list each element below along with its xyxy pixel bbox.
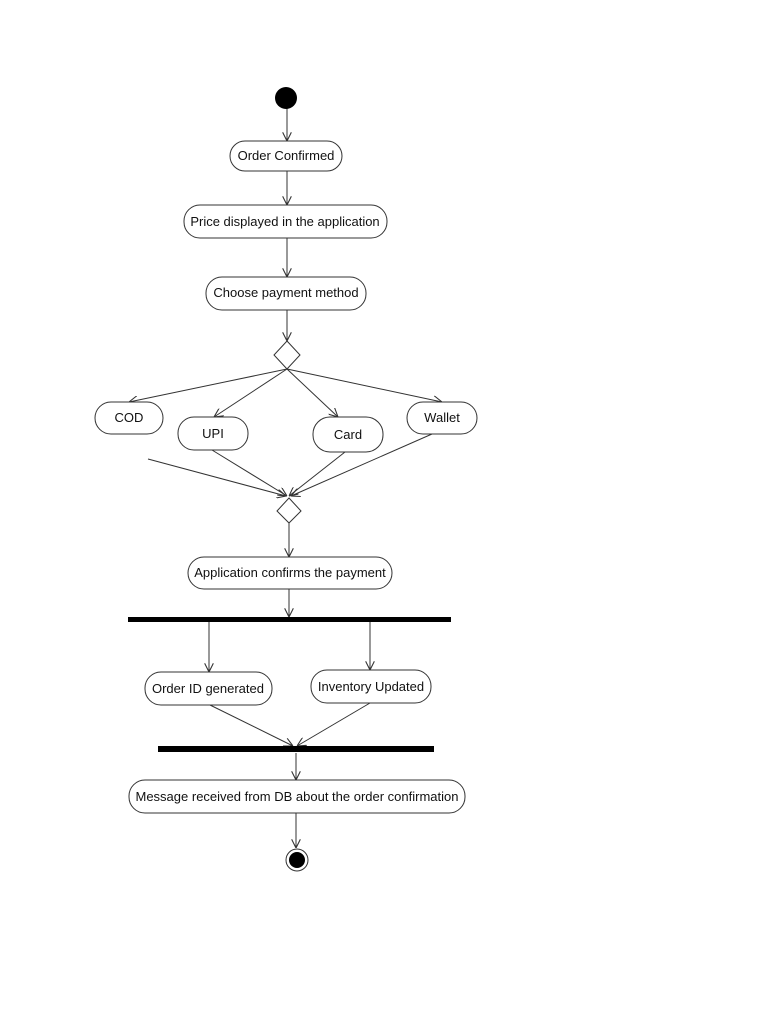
node-order-confirmed-label: Order Confirmed xyxy=(238,148,335,163)
flow-cod-to-merge xyxy=(147,458,286,496)
node-wallet-label: Wallet xyxy=(424,410,460,425)
node-card: Card xyxy=(312,416,384,453)
flow-decision-to-card xyxy=(286,368,338,417)
node-cod: COD xyxy=(94,401,164,435)
node-choose-payment-label: Choose payment method xyxy=(213,285,358,300)
flow-order-id-to-join xyxy=(209,704,293,746)
flow-card-to-merge xyxy=(289,451,346,496)
node-order-id-label: Order ID generated xyxy=(152,681,264,696)
node-price-displayed: Price displayed in the application xyxy=(183,204,388,239)
flow-wallet-to-merge xyxy=(291,433,433,496)
flow-decision-to-upi xyxy=(214,368,288,417)
node-inventory-label: Inventory Updated xyxy=(318,679,424,694)
merge-node xyxy=(276,497,302,524)
connectors xyxy=(129,108,442,848)
node-inventory: Inventory Updated xyxy=(310,669,432,704)
initial-node xyxy=(275,87,297,109)
final-node xyxy=(285,848,309,872)
fork-bar xyxy=(128,617,451,622)
decision-node xyxy=(273,340,301,370)
node-order-id: Order ID generated xyxy=(144,671,273,706)
node-upi-label: UPI xyxy=(202,426,224,441)
flow-decision-to-wallet xyxy=(286,368,442,402)
node-upi: UPI xyxy=(177,416,249,451)
join-bar xyxy=(158,746,434,752)
node-app-confirms: Application confirms the payment xyxy=(187,556,393,590)
node-message-label: Message received from DB about the order… xyxy=(136,789,459,804)
node-card-label: Card xyxy=(334,427,362,442)
node-wallet: Wallet xyxy=(406,401,478,435)
flow-upi-to-merge xyxy=(211,449,287,496)
node-message: Message received from DB about the order… xyxy=(128,779,466,814)
flow-inventory-to-join xyxy=(297,702,371,746)
node-choose-payment: Choose payment method xyxy=(205,276,367,311)
node-cod-label: COD xyxy=(115,410,144,425)
node-price-displayed-label: Price displayed in the application xyxy=(190,214,379,229)
flow-decision-to-cod xyxy=(129,368,288,402)
node-order-confirmed: Order Confirmed xyxy=(229,140,343,172)
node-app-confirms-label: Application confirms the payment xyxy=(194,565,386,580)
